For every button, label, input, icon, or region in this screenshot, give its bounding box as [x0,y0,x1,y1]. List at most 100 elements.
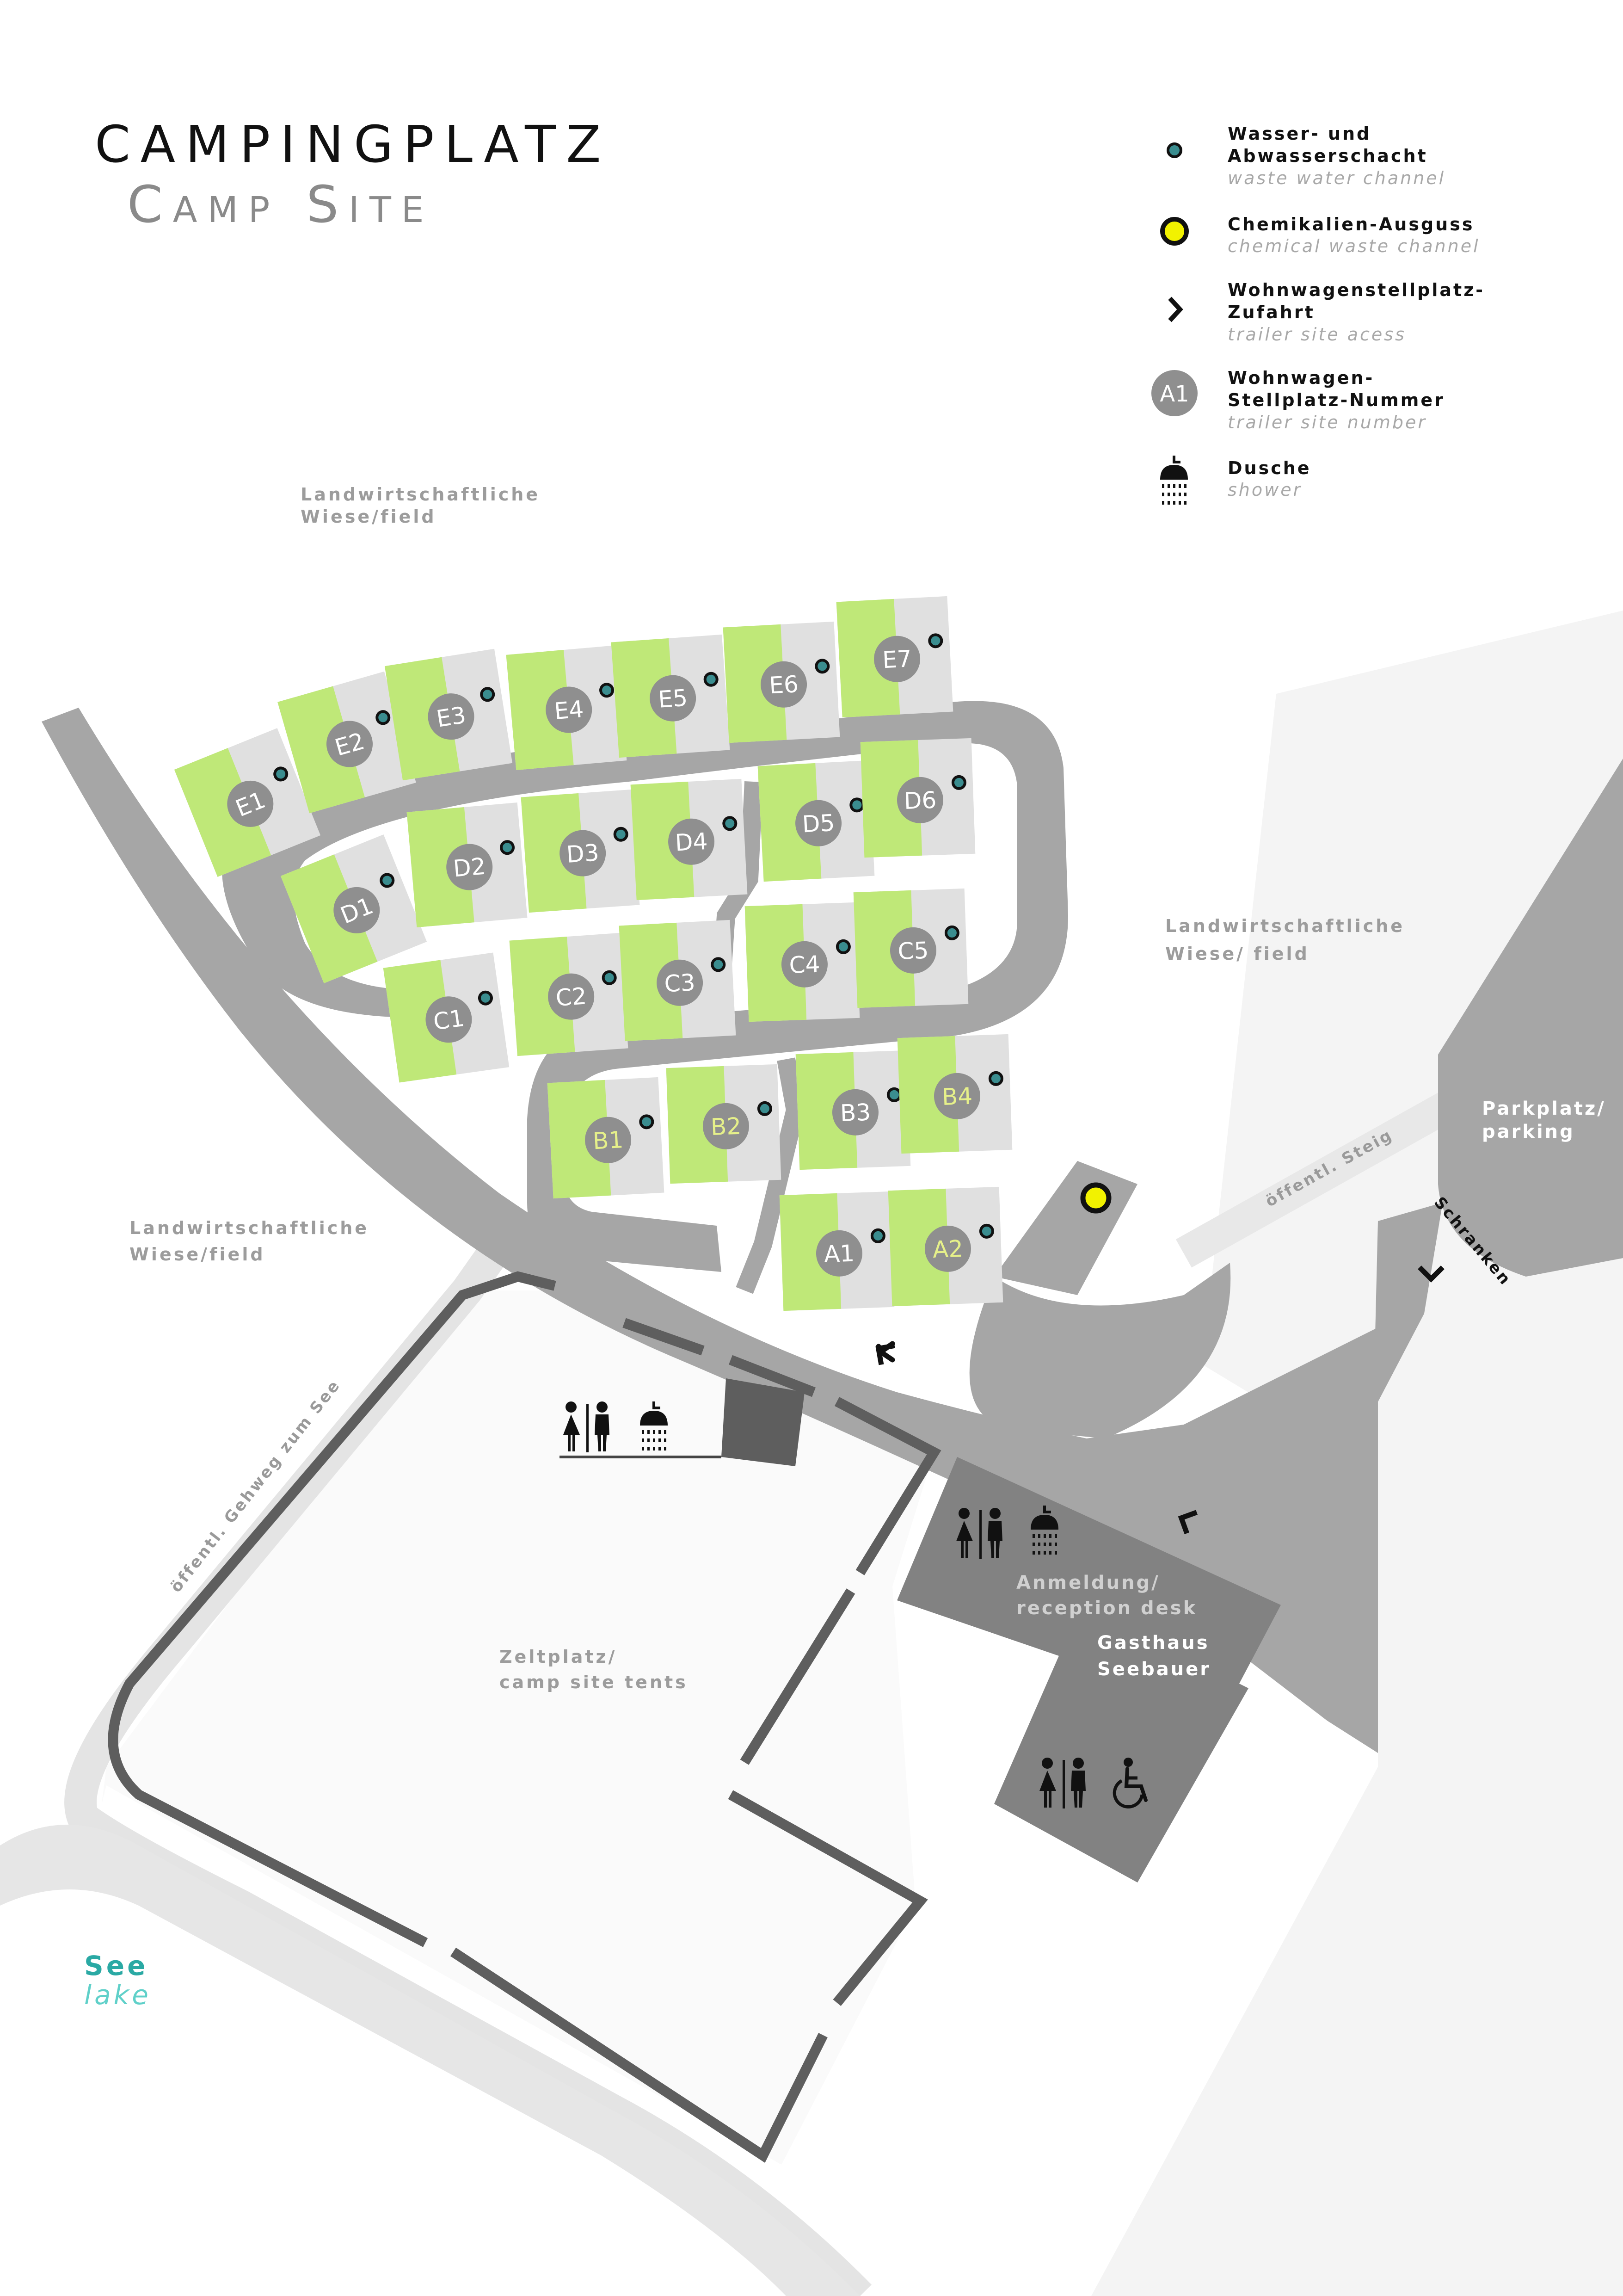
pitch-d2: D2 [406,802,528,927]
water-manhole-icon [951,775,966,790]
pitch-number-badge [702,1103,749,1149]
water-manhole-icon [928,633,943,648]
legend-label-de: Wohnwagenstellplatz- [1228,280,1485,300]
pitch-e3: E3 [384,648,513,781]
water-manhole-icon [480,687,495,702]
pitch-number-badge [585,1117,632,1163]
pitch-e7: E7 [836,596,953,718]
water-manhole-icon [815,659,830,674]
pitch-d4: D4 [630,778,748,901]
pitch-number-icon: A1 [1151,370,1198,416]
pitch-number-badge [890,927,936,974]
man-icon [988,1508,1002,1558]
traffic-island [888,1314,990,1360]
pitch-a2: A2 [888,1186,1003,1307]
legend-label-de: Dusche [1228,458,1311,478]
pitch-green-area [509,936,575,1056]
pitch-c4: C4 [744,902,860,1022]
pitch-number-label: D4 [674,828,708,857]
water-manhole-icon [979,1223,994,1239]
legend-label-en: chemical waste channel [1228,236,1480,256]
pitch-number-label: D5 [801,809,835,838]
water-manhole-icon [500,840,515,855]
pitch-green-area [860,740,922,858]
tents-label: camp site tents [499,1672,688,1692]
pitch-number-label: C5 [898,937,929,965]
pitch-green-area [506,650,574,770]
chemical-disposal-point [1080,1182,1112,1214]
legend-label-en: shower [1228,480,1302,500]
woman-icon [1039,1758,1056,1808]
pitch-number-badge [816,1230,862,1277]
pitch-green-area [897,1036,959,1154]
tent-area-background [102,1290,934,2165]
divider-icon [1063,1760,1065,1808]
sanitary-icons-inn-south [1039,1758,1148,1808]
pitch-number-label: E5 [658,685,689,713]
inn-name-label: Gasthaus [1097,1632,1210,1654]
pitch-green-area [757,763,822,882]
pitch-number-label: A2 [932,1235,964,1263]
water-manhole-icon [375,710,391,725]
pitch-green-area [744,904,807,1022]
pitch-green-area [174,748,271,877]
pitch-green-area [666,1066,728,1184]
water-manhole-icon [836,939,851,954]
legend-label-de: Wohnwagen- [1228,368,1374,388]
pitch-number-badge [548,973,595,1020]
parking-label: parking [1482,1121,1575,1142]
pitch-number-badge [559,830,606,876]
water-manhole-icon [380,873,395,888]
pitch-e1: E1 [174,728,321,877]
water-manhole-icon [944,925,959,940]
reception-label: reception desk [1016,1598,1197,1619]
pitch-c1: C1 [383,952,510,1083]
water-manhole-icon [757,1101,772,1116]
inn-building [897,1457,1281,1882]
sanitary-icons-north [563,1401,668,1452]
legend-label-en: trailer site acess [1228,324,1406,345]
pitch-number-badge [333,887,380,933]
pitch-number-badge [668,818,715,865]
man-icon [595,1401,609,1451]
pitch-number-badge [795,800,842,846]
reception-label: Anmeldung/ [1016,1572,1160,1593]
pitch-green-area [547,1080,611,1199]
legend-label-de: Wasser- und [1228,123,1371,144]
pitch-a1: A1 [779,1191,895,1311]
chemical-disposal-icon [1160,217,1189,246]
sanitary-icons-inn [956,1506,1058,1559]
pitch-number-badge [326,721,373,767]
pitch-number-label: B1 [592,1126,624,1154]
inn-name-label: Seebauer [1097,1659,1211,1680]
title-main: Campingplatz [95,115,611,174]
pitch-c3: C3 [619,920,736,1042]
access-chevron-icon [875,1343,895,1365]
pitch-number-label: C1 [432,1005,466,1036]
divider-icon [586,1404,589,1452]
pitch-number-badge [546,686,592,733]
legend: Wasser- und Abwasserschacht waste water … [1151,123,1485,505]
chemical-branch-road [994,1161,1137,1295]
pitch-b4: B4 [897,1034,1013,1154]
pitch-d1: D1 [280,834,427,983]
east-road [969,1263,1231,1438]
pitch-number-badge [934,1073,980,1119]
pitch-number-label: C4 [789,951,821,979]
pitch-green-area [619,922,683,1042]
pitch-green-area [611,638,677,758]
pitch-green-area [406,807,474,927]
wheelchair-icon [1113,1758,1148,1808]
water-manhole-icon [870,1228,885,1243]
pitch-green-area [836,599,900,718]
pitch-number-badge [897,777,943,823]
legend-label-de: Stellplatz-Nummer [1228,390,1445,410]
field-top-label: Wiese/field [301,506,436,527]
legend-label-de: Abwasserschacht [1228,146,1428,166]
pitch-green-area [384,657,460,781]
water-manhole-icon [1167,142,1182,158]
pitch-green-area [795,1052,858,1170]
pitch-green-area [779,1193,842,1311]
pitch-number-badge [761,661,807,708]
pitch-number-label: D6 [904,787,937,815]
